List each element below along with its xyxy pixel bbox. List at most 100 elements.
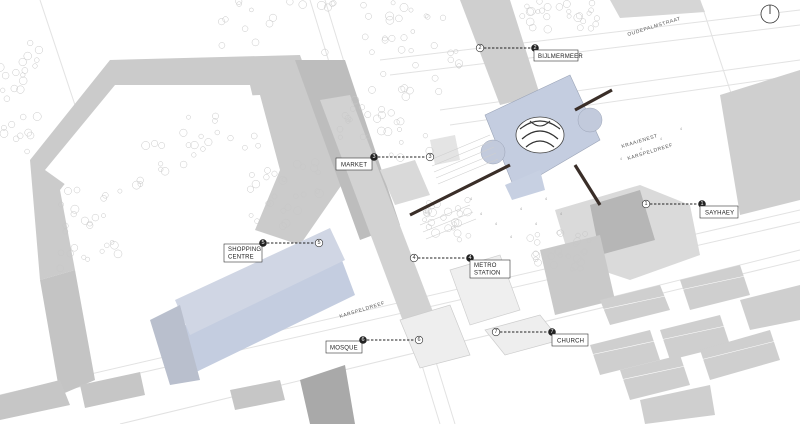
tree-icon	[399, 3, 409, 12]
tree-icon	[34, 45, 43, 55]
tree-icon	[66, 250, 74, 258]
tree-icon	[577, 24, 584, 31]
tree-icon	[32, 112, 42, 121]
tree-icon	[397, 46, 406, 54]
callout-mosque[interactable]: MOSQUE 6 6	[325, 335, 424, 354]
tree-icon	[582, 231, 588, 237]
tree-icon	[401, 92, 410, 101]
east-blocks-detail	[589, 274, 781, 381]
tree-icon	[1, 71, 10, 80]
tree-icon	[86, 221, 94, 229]
tree-icon	[311, 158, 320, 167]
tree-icon	[101, 213, 106, 218]
tree-icon	[527, 7, 536, 16]
tree-icon	[456, 63, 462, 69]
tree-icon	[532, 250, 539, 257]
tree-icon	[453, 49, 459, 54]
tree-icon	[408, 7, 414, 13]
tree-icon	[310, 164, 318, 173]
tree-icon	[32, 63, 38, 69]
tree-icon	[269, 13, 277, 22]
marker-number: 6	[417, 337, 420, 343]
tree-icon	[464, 197, 471, 204]
tree-icon	[526, 234, 534, 242]
tree-icon	[222, 16, 229, 23]
callout-church[interactable]: 7 7 CHURCH	[491, 327, 589, 347]
tree-icon	[20, 113, 27, 121]
tree-icon	[451, 225, 456, 231]
mosque-building	[399, 304, 471, 369]
sayhaey-building	[540, 185, 700, 315]
marker-number-filled: 5	[261, 240, 264, 246]
tree-icon	[212, 112, 219, 120]
tree-icon	[398, 85, 406, 93]
callout-market[interactable]: MARKET 3 3	[335, 152, 435, 171]
callout-bijlmermeer[interactable]: 2 2 BIJLMERMEER	[475, 43, 583, 62]
tree-icon	[360, 2, 367, 9]
marker-number-filled: 4	[468, 255, 471, 261]
tree-icon	[251, 38, 260, 47]
tree-icon	[321, 48, 329, 56]
tree-icon	[422, 133, 428, 139]
callout-sayhaey[interactable]: 1 1 SAYHAEY	[641, 199, 739, 219]
svg-text:4: 4	[520, 207, 522, 211]
marker-number: 5	[317, 240, 320, 246]
tree-icon	[185, 142, 192, 148]
tree-icon	[249, 172, 255, 178]
tree-icon	[428, 208, 437, 217]
tree-icon	[576, 258, 585, 267]
marker-number-filled: 2	[533, 45, 536, 51]
tree-icon	[529, 23, 537, 32]
tree-icon	[158, 161, 164, 167]
tree-icon	[534, 258, 542, 267]
tree-icon	[179, 160, 188, 169]
marker-number-filled: 7	[550, 329, 553, 335]
shopping-centre-building	[150, 228, 355, 385]
tree-icon	[571, 262, 579, 271]
tree-icon	[264, 167, 271, 174]
svg-text:4: 4	[470, 197, 472, 201]
tree-icon	[423, 13, 429, 19]
tree-icon	[265, 200, 271, 206]
tree-icon	[396, 117, 405, 126]
tree-icon	[572, 241, 579, 247]
tree-icon	[576, 12, 583, 20]
label-shopping: SHOPPING	[228, 247, 261, 253]
tree-icon	[18, 57, 27, 67]
tree-icon	[81, 254, 87, 260]
callout-metro-station[interactable]: 4 4 METRO STATION	[409, 253, 511, 279]
tree-icon	[573, 13, 583, 22]
tree-icon	[317, 0, 326, 10]
tree-icon	[435, 88, 443, 95]
central-strip-building	[320, 95, 440, 340]
tree-icon	[368, 86, 376, 94]
svg-text:4: 4	[680, 127, 682, 131]
tree-icon	[218, 18, 226, 26]
tree-icon	[431, 228, 441, 238]
tree-icon	[314, 189, 324, 198]
parking-rows: 444 444 444 444	[470, 127, 682, 239]
tree-icon	[453, 229, 462, 238]
tree-icon	[341, 112, 349, 119]
callout-shopping-centre[interactable]: SHOPPING CENTRE 5 5	[223, 238, 324, 263]
label-box	[325, 340, 363, 354]
tree-icon	[56, 264, 64, 272]
tree-icon	[424, 211, 431, 218]
label-sayhaey: SAYHAEY	[705, 211, 734, 217]
tree-icon	[241, 25, 249, 32]
svg-text:4: 4	[660, 137, 662, 141]
label-station: STATION	[474, 271, 501, 277]
tree-icon	[293, 193, 299, 199]
tree-icon	[70, 211, 77, 218]
tree-icon	[465, 232, 472, 239]
tree-icon	[284, 203, 292, 211]
tree-icon	[218, 42, 226, 49]
tree-icon	[543, 13, 551, 21]
tree-icon	[198, 133, 204, 139]
tree-icon	[151, 140, 159, 147]
tree-icon	[350, 96, 360, 105]
tree-icon	[247, 185, 254, 193]
tree-icon	[556, 230, 562, 236]
label-centre: CENTRE	[228, 255, 254, 261]
